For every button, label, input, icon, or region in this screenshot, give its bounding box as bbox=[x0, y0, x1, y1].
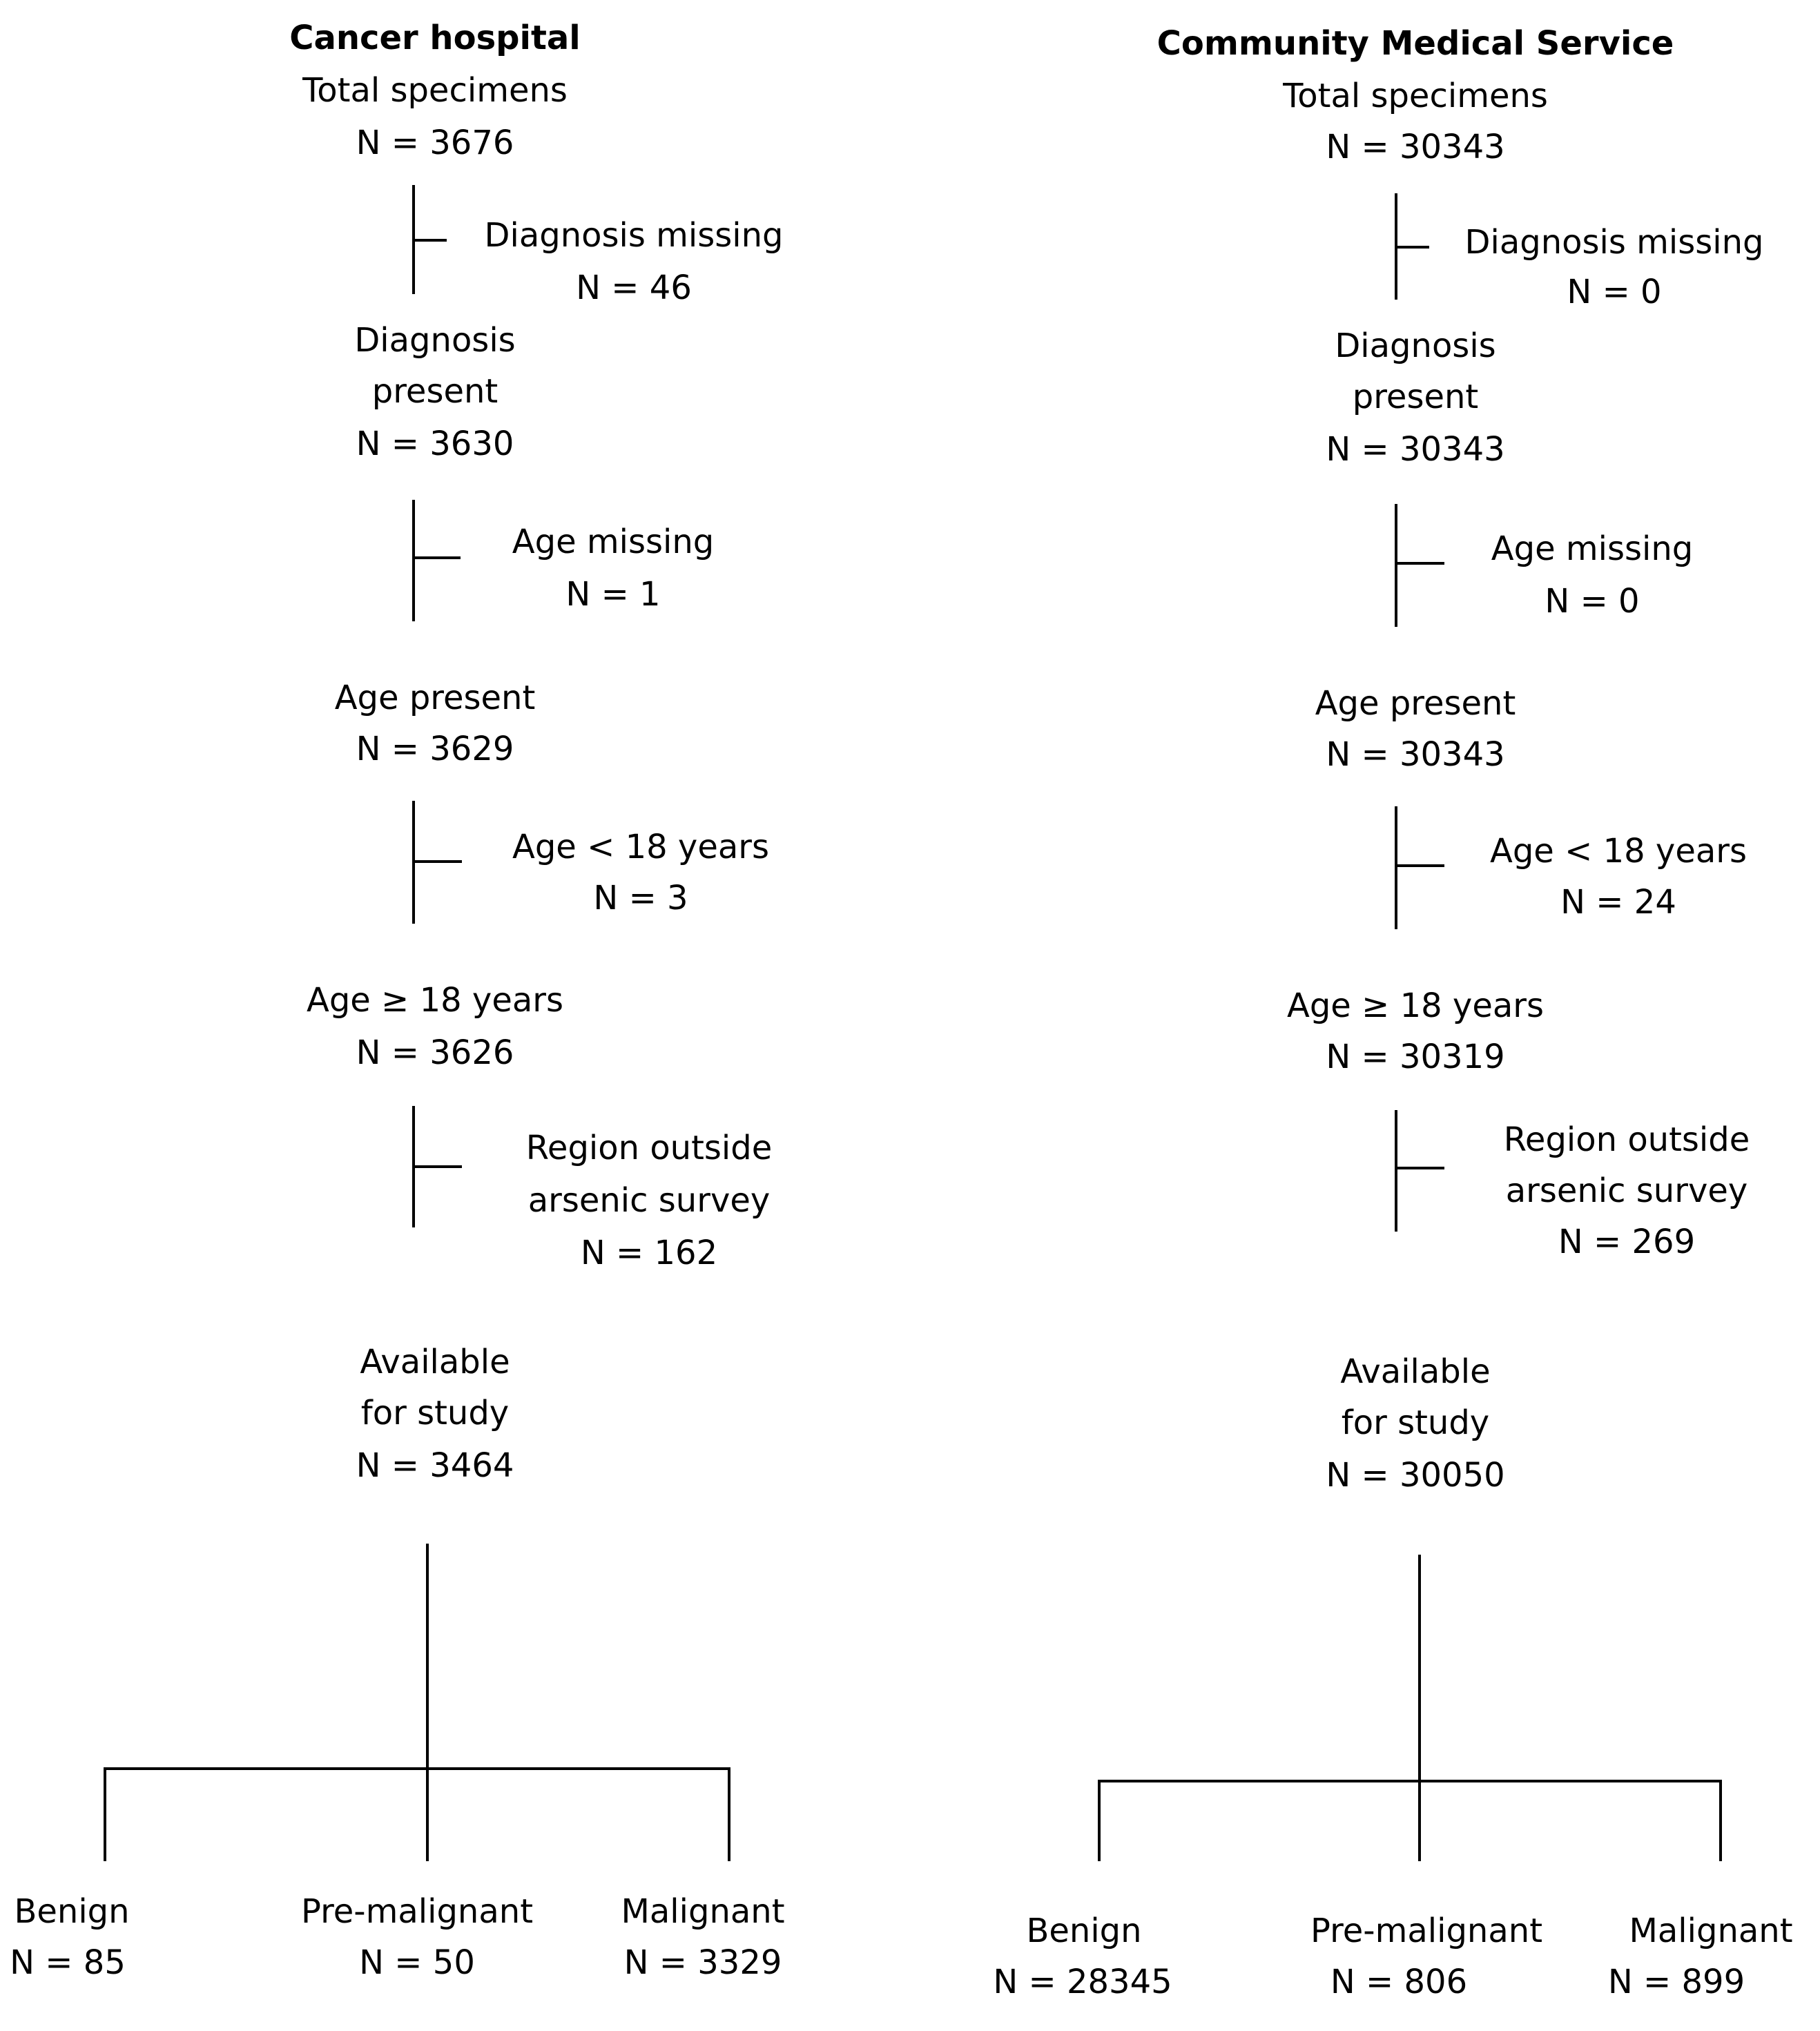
right-age-missing-label: Age missing bbox=[1491, 529, 1694, 568]
left-available-label: Available bbox=[360, 1343, 510, 1381]
left-trunk-line bbox=[426, 1544, 429, 1861]
right-region-label: Region outside bbox=[1503, 1120, 1750, 1159]
left-age-under-label: Age < 18 years bbox=[512, 828, 769, 866]
right-diag-present-count: N = 30343 bbox=[1326, 430, 1505, 469]
right-age-under-count: N = 24 bbox=[1560, 883, 1676, 922]
right-branch bbox=[1395, 246, 1429, 249]
left-branch bbox=[412, 1165, 462, 1168]
right-total-count: N = 30343 bbox=[1326, 128, 1505, 166]
left-malignant-count: N = 3329 bbox=[623, 1943, 782, 1982]
right-age-over-count: N = 30319 bbox=[1326, 1038, 1505, 1076]
left-diag-missing-label: Diagnosis missing bbox=[484, 216, 784, 255]
left-age-present-count: N = 3629 bbox=[356, 730, 514, 768]
left-available-count: N = 3464 bbox=[356, 1446, 514, 1485]
right-connector bbox=[1395, 1110, 1397, 1232]
right-malignant-count: N = 899 bbox=[1607, 1963, 1745, 2001]
left-connector bbox=[412, 500, 415, 621]
left-available-label2: for study bbox=[360, 1394, 510, 1432]
right-diag-missing-count: N = 0 bbox=[1567, 273, 1662, 311]
left-diag-present-label: Diagnosis bbox=[354, 321, 516, 360]
right-split-line bbox=[1098, 1780, 1722, 1782]
left-diag-present-label2: present bbox=[371, 372, 498, 411]
right-connector bbox=[1395, 806, 1397, 929]
left-premalignant-label: Pre-malignant bbox=[300, 1892, 534, 1931]
left-diag-present-count: N = 3630 bbox=[356, 425, 514, 463]
left-total-count: N = 3676 bbox=[356, 124, 514, 162]
right-leg bbox=[1719, 1780, 1722, 1861]
left-age-over-label: Age ≥ 18 years bbox=[307, 981, 563, 1020]
left-age-present-label: Age present bbox=[334, 679, 536, 717]
left-total-label: Total specimens bbox=[302, 71, 568, 110]
right-branch bbox=[1395, 562, 1444, 565]
right-branch bbox=[1395, 864, 1444, 867]
left-leg bbox=[728, 1767, 730, 1861]
right-premalignant-label: Pre-malignant bbox=[1310, 1912, 1543, 1950]
right-age-under-label: Age < 18 years bbox=[1490, 832, 1747, 871]
left-age-over-count: N = 3626 bbox=[356, 1033, 514, 1072]
right-age-present-label: Age present bbox=[1315, 684, 1516, 723]
left-region-count: N = 162 bbox=[580, 1234, 718, 1272]
right-diag-present-label: Diagnosis bbox=[1335, 327, 1496, 365]
right-leg bbox=[1098, 1780, 1101, 1861]
right-available-label: Available bbox=[1340, 1352, 1491, 1391]
right-region-label2: arsenic survey bbox=[1505, 1172, 1748, 1210]
right-title: Community Medical Service bbox=[1156, 24, 1674, 63]
left-age-under-count: N = 3 bbox=[593, 879, 688, 917]
left-age-missing-count: N = 1 bbox=[565, 575, 661, 614]
left-leg bbox=[104, 1767, 106, 1861]
right-diag-missing-label: Diagnosis missing bbox=[1464, 223, 1764, 262]
right-connector bbox=[1395, 504, 1397, 627]
right-trunk-line bbox=[1418, 1555, 1421, 1861]
right-premalignant-count: N = 806 bbox=[1330, 1963, 1468, 2001]
right-benign-count: N = 28345 bbox=[993, 1963, 1172, 2001]
right-diag-present-label2: present bbox=[1352, 378, 1479, 416]
left-branch bbox=[412, 556, 461, 559]
left-title: Cancer hospital bbox=[289, 19, 581, 57]
right-available-label2: for study bbox=[1341, 1403, 1490, 1442]
left-benign-count: N = 85 bbox=[10, 1943, 126, 1982]
left-premalignant-count: N = 50 bbox=[359, 1943, 475, 1982]
left-region-label: Region outside bbox=[525, 1129, 773, 1167]
left-branch bbox=[412, 239, 447, 242]
left-age-missing-label: Age missing bbox=[512, 523, 715, 561]
right-total-label: Total specimens bbox=[1283, 77, 1548, 115]
left-benign-label: Benign bbox=[14, 1892, 130, 1931]
right-malignant-label: Malignant bbox=[1629, 1912, 1793, 1950]
right-region-count: N = 269 bbox=[1558, 1223, 1696, 1261]
right-age-over-label: Age ≥ 18 years bbox=[1287, 987, 1544, 1025]
left-region-label2: arsenic survey bbox=[527, 1181, 771, 1220]
left-branch bbox=[412, 860, 462, 863]
left-diag-missing-count: N = 46 bbox=[576, 269, 692, 307]
left-split-line bbox=[104, 1767, 730, 1770]
left-malignant-label: Malignant bbox=[621, 1892, 785, 1931]
right-age-present-count: N = 30343 bbox=[1326, 735, 1505, 774]
right-branch bbox=[1395, 1167, 1444, 1169]
right-age-missing-count: N = 0 bbox=[1545, 582, 1640, 621]
right-benign-label: Benign bbox=[1026, 1912, 1142, 1950]
right-available-count: N = 30050 bbox=[1326, 1456, 1505, 1495]
